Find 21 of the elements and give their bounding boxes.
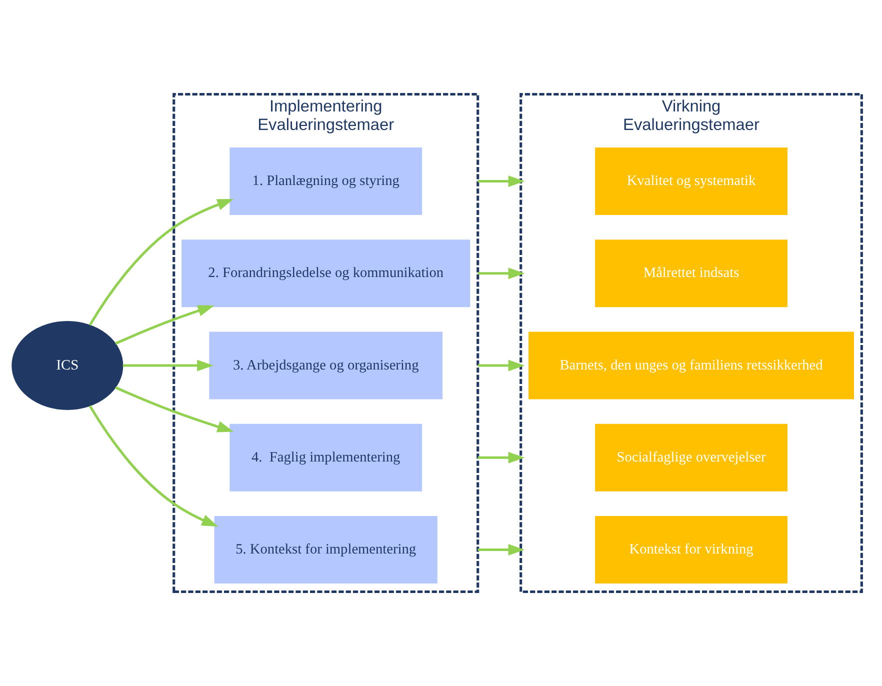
node-box: 2. Forandringsledelse og kommunikation: [182, 240, 470, 308]
node-box: Socialfaglige overvejelser: [595, 424, 788, 492]
arrow: [478, 268, 525, 280]
node-box: 1. Planlægning og styring: [230, 148, 422, 216]
arrow: [478, 360, 525, 372]
node-box: Kontekst for virkning: [595, 516, 788, 584]
node-box: 4. Faglig implementering: [230, 424, 422, 492]
arrow: [122, 360, 214, 372]
node-box: Målrettet indsats: [595, 240, 788, 308]
arrow: [88, 199, 234, 326]
node-box: Barnets, den unges og familiens retssikkerhed: [528, 332, 854, 400]
arrow: [478, 452, 525, 464]
arrow: [88, 405, 218, 527]
arrow: [478, 544, 525, 556]
arrow: [478, 176, 525, 188]
arrow: [114, 305, 214, 345]
arrow: [114, 386, 234, 432]
node-box: Kvalitet og systematik: [595, 148, 788, 216]
node-ellipse: ICS: [12, 321, 124, 410]
node-box: 3. Arbejdsgange og organisering: [209, 332, 443, 400]
node-box: 5. Kontekst for implementering: [214, 516, 438, 584]
